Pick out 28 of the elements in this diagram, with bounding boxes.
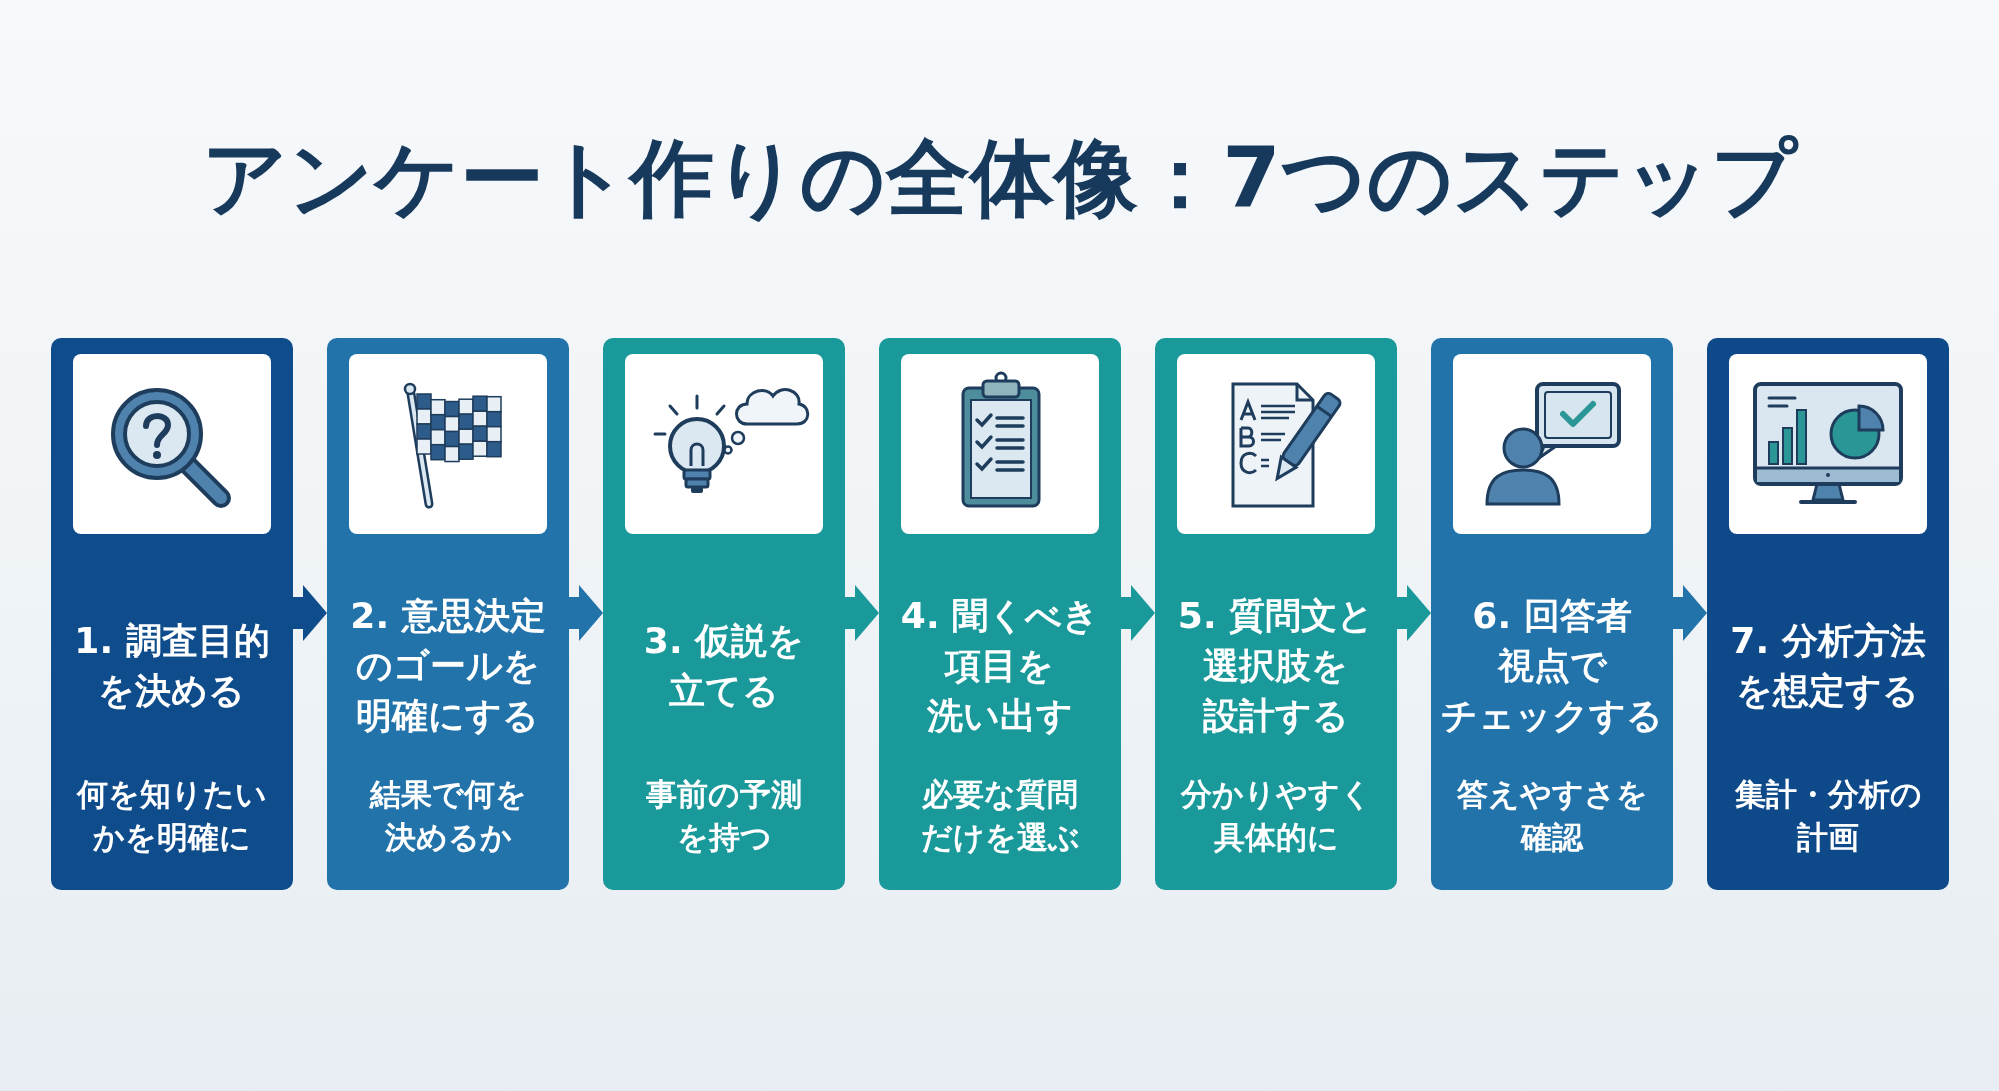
step-title: 4. 聞くべき項目を洗い出す (900, 594, 1100, 738)
arrow (569, 585, 603, 641)
arrow (845, 585, 879, 641)
arrow (1397, 585, 1431, 641)
step-card (1431, 338, 1673, 890)
title: アンケート作りの全体像：7つのステップ (202, 128, 1797, 229)
step-title: 3. 仮説を立てる (643, 619, 805, 713)
step-title: 1. 調査目的を決める (74, 619, 270, 713)
step-title: 2. 意思決定のゴールを明確にする (350, 594, 546, 738)
step-card (1707, 338, 1949, 890)
step-description: 必要な質問だけを選ぶ (920, 775, 1080, 857)
step-description: 答えやすさを確認 (1456, 775, 1648, 857)
arrow (1121, 585, 1155, 641)
step-description: 分かりやすく具体的に (1180, 775, 1372, 857)
step-title: 7. 分析方法を想定する (1730, 619, 1926, 713)
step-card (879, 338, 1121, 890)
step-title: 6. 回答者視点でチェックする (1441, 594, 1663, 738)
step-title: 5. 質問文と選択肢を設計する (1177, 594, 1375, 738)
step-card (1155, 338, 1397, 890)
step-description: 事前の予測を持つ (646, 775, 802, 857)
step-card (327, 338, 569, 890)
step-description: 何を知りたいかを明確に (77, 775, 267, 857)
arrow (293, 585, 327, 641)
arrow (1673, 585, 1707, 641)
step-card (51, 338, 293, 890)
step-card (603, 338, 845, 890)
step-description: 集計・分析の計画 (1734, 775, 1922, 857)
step-description: 結果で何を決めるか (369, 775, 527, 857)
